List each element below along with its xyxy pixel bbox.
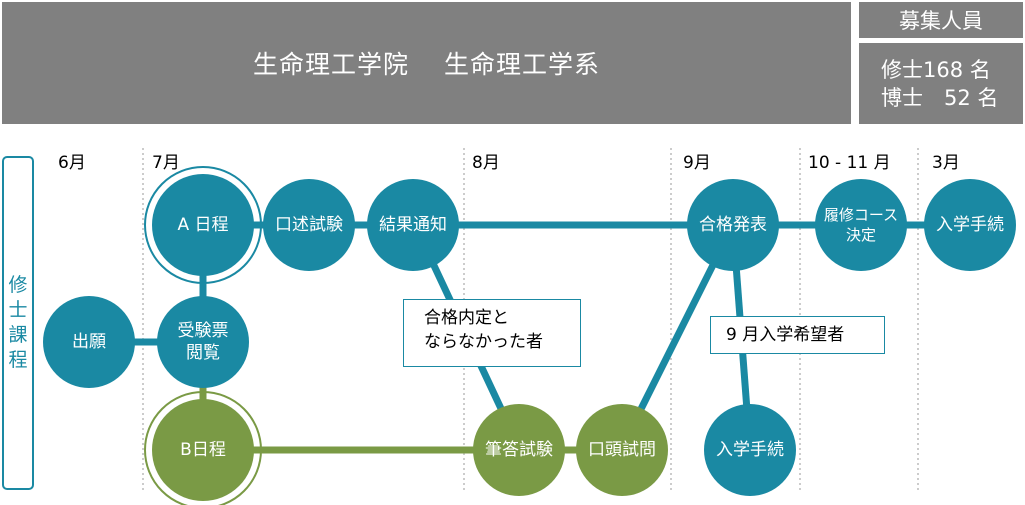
month-label: 6月 (58, 153, 86, 173)
node-label: 履修コース (823, 206, 899, 224)
recruitment-title: 募集人員 (859, 2, 1023, 38)
node-pass-announcement: 合格発表 (687, 179, 779, 271)
node-label: 合格発表 (699, 215, 767, 235)
node-admission-ticket: 受験票 閲覧 (157, 296, 249, 388)
node-oral-interview: 口頭試問 (576, 404, 668, 496)
node-written-exam: 筆答試験 (473, 404, 565, 496)
month-label: 3月 (932, 153, 960, 173)
node-label: 結果通知 (379, 215, 447, 235)
month-label: 7月 (152, 153, 180, 173)
department-name: 生命理工学系 (444, 50, 601, 79)
node-application: 出願 (43, 296, 135, 388)
school-name: 生命理工学院 (252, 50, 409, 79)
note-line: 9 月入学希望者 (726, 325, 845, 345)
course-label-char: 修 (8, 274, 28, 296)
node-label: 決定 (845, 226, 876, 244)
b-schedule-ring (144, 391, 262, 505)
course-label-char: 士 (8, 299, 28, 321)
node-label: 筆答試験 (485, 440, 553, 460)
node-course-decision: 履修コース 決定 (815, 179, 907, 271)
recruitment-numbers: 修士168 名 博士 52 名 (859, 43, 1023, 124)
note-line: 合格内定と (424, 308, 509, 328)
node-label: 閲覧 (186, 343, 220, 363)
note-sept-entry: 9 月入学希望者 (710, 316, 885, 354)
month-label: 9月 (683, 153, 711, 173)
node-label: B日程 (180, 440, 226, 460)
node-a-schedule: A 日程 (152, 174, 254, 276)
node-enrollment-sept: 入学手続 (704, 404, 796, 496)
node-label: 入学手続 (936, 215, 1004, 235)
course-label-masters: 修 士 課 程 (2, 156, 34, 490)
node-b-schedule: B日程 (152, 399, 254, 501)
masters-quota: 修士168 名 (881, 57, 991, 82)
node-label: 受験票 (177, 321, 229, 341)
course-label-char: 課 (8, 324, 28, 346)
note-line: ならなかった者 (424, 332, 543, 352)
node-oral-exam: 口述試験 (263, 179, 355, 271)
program-header: 生命理工学院 生命理工学系 (2, 2, 851, 124)
note-not-admitted: 合格内定と ならなかった者 (403, 299, 581, 367)
node-enrollment-march: 入学手続 (924, 179, 1016, 271)
node-label: 口述試験 (275, 215, 343, 235)
node-label: 入学手続 (716, 440, 784, 460)
month-label: 10 - 11 月 (808, 153, 891, 173)
course-label-char: 程 (8, 349, 28, 371)
month-label: 8月 (472, 153, 500, 173)
node-label: A 日程 (177, 215, 229, 235)
a-schedule-ring (144, 166, 262, 284)
doctoral-quota: 博士 52 名 (881, 85, 999, 110)
node-result-notice: 結果通知 (367, 179, 459, 271)
node-label: 出願 (72, 332, 106, 352)
node-label: 口頭試問 (588, 440, 656, 460)
